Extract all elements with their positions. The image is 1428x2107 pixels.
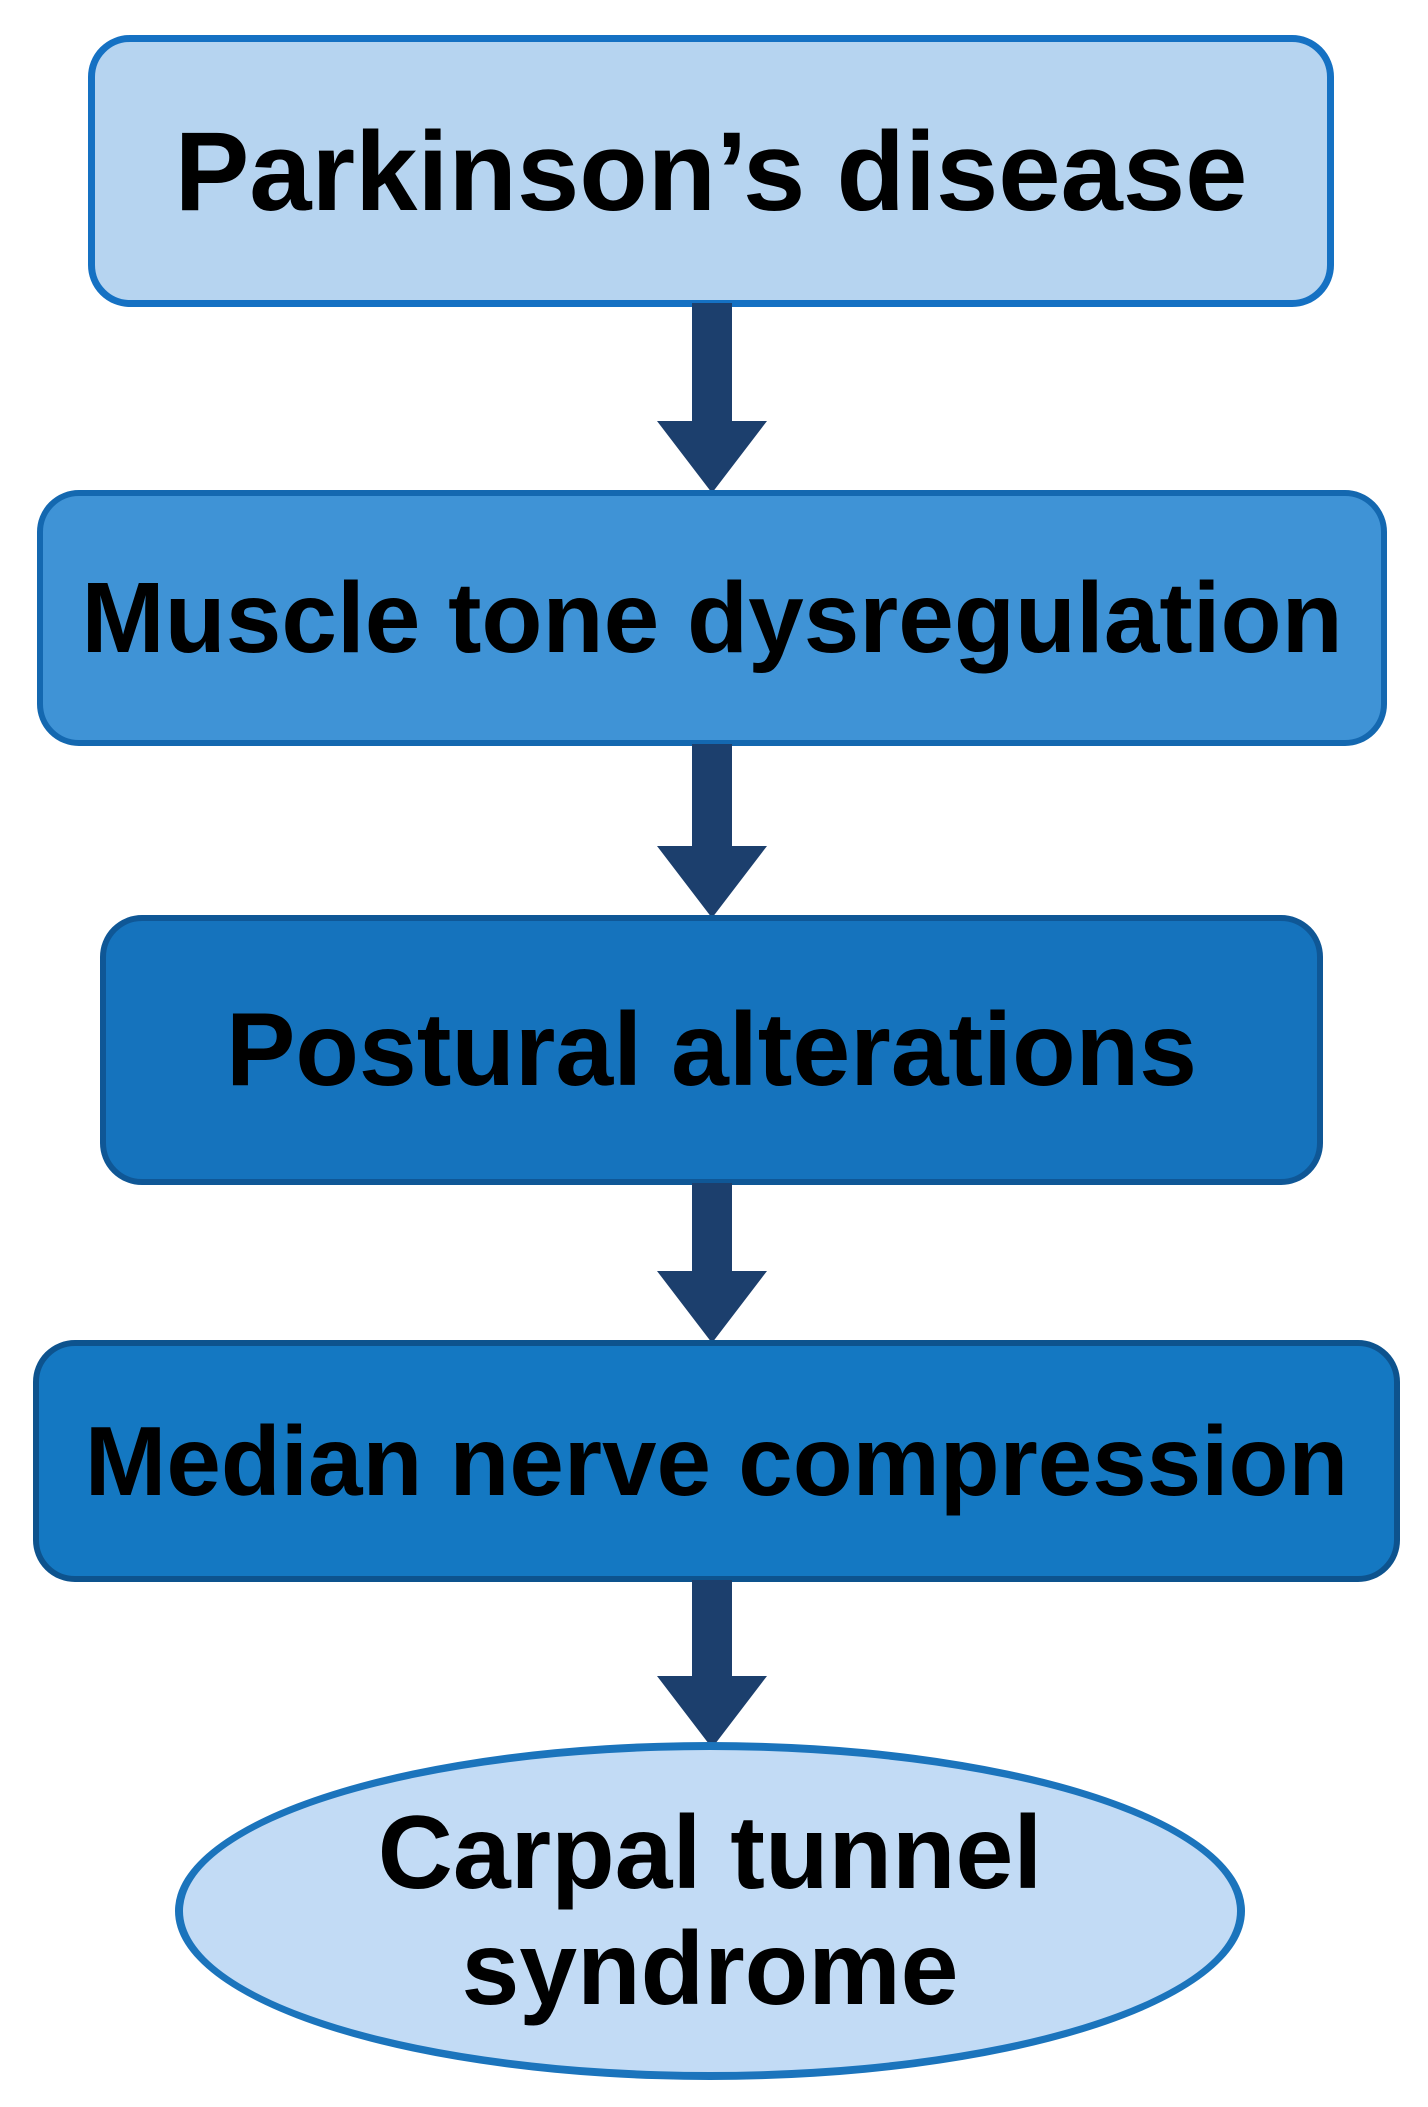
node-carpal-tunnel-syndrome-label: Carpal tunnel syndrome	[378, 1795, 1043, 2028]
node-median-nerve-compression: Median nerve compression	[33, 1340, 1400, 1582]
carpal-tunnel-line2: syndrome	[461, 1911, 959, 2027]
arrow-down-icon	[657, 303, 767, 493]
node-carpal-tunnel-syndrome: Carpal tunnel syndrome	[175, 1742, 1245, 2080]
arrow-down-icon	[657, 1183, 767, 1343]
arrow-down-icon	[657, 1580, 767, 1748]
node-postural-alterations-label: Postural alterations	[226, 991, 1197, 1108]
carpal-tunnel-line1: Carpal tunnel	[377, 1794, 1043, 1911]
node-parkinsons-disease: Parkinson’s disease	[88, 35, 1334, 307]
node-median-nerve-compression-label: Median nerve compression	[84, 1405, 1349, 1516]
node-parkinsons-disease-label: Parkinson’s disease	[174, 108, 1248, 234]
node-muscle-tone-dysregulation: Muscle tone dysregulation	[37, 490, 1387, 746]
node-postural-alterations: Postural alterations	[100, 915, 1323, 1185]
arrow-down-icon	[657, 744, 767, 918]
node-muscle-tone-dysregulation-label: Muscle tone dysregulation	[81, 561, 1343, 674]
